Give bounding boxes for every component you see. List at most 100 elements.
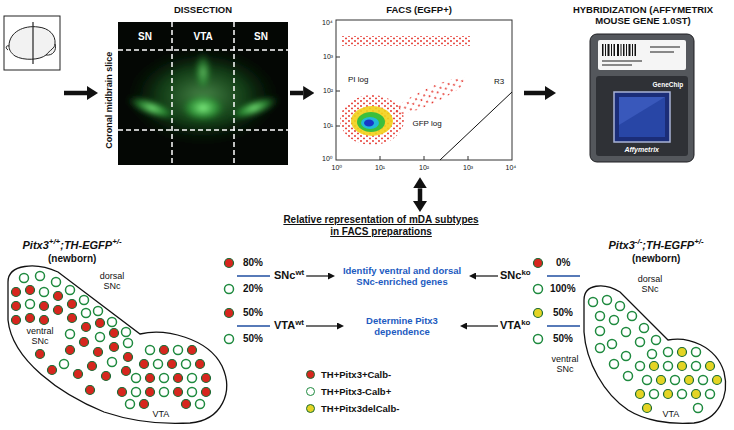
left-midbrain-schematic — [182, 400, 191, 409]
left-midbrain-schematic — [82, 309, 91, 318]
flow-arrow — [476, 275, 498, 276]
midbrain-slice-photo — [118, 22, 288, 165]
axis-label: PI log — [348, 75, 368, 84]
genotype-superscript: -/- — [635, 237, 642, 246]
midbrain-slice-photo — [118, 129, 288, 131]
right-midbrain-schematic — [678, 362, 687, 371]
left-midbrain-schematic — [124, 353, 133, 362]
genechip-array — [632, 44, 633, 56]
right-midbrain-schematic — [650, 390, 659, 399]
left-midbrain-schematic — [154, 360, 163, 369]
right-midbrain-schematic — [640, 324, 649, 333]
tick-label: 10¹ — [323, 122, 333, 129]
flow-arrow — [87, 86, 98, 100]
left-midbrain-schematic — [122, 328, 131, 337]
tick-label: 10⁰ — [332, 164, 343, 171]
legend-row: TH+Pitx3+Calb- — [306, 366, 399, 383]
left-midbrain-schematic — [118, 388, 127, 397]
step-panel: DISSECTION — [118, 2, 288, 166]
region-label: dorsal SNc — [100, 271, 125, 291]
genotype-label: Pitx3+/+;TH-EGFP+/- — [23, 239, 122, 252]
sample-label: VTAwt — [274, 319, 304, 332]
age-label: (newborn) — [48, 253, 96, 264]
midbrain-slice-photo — [123, 46, 284, 146]
left-midbrain-schematic — [132, 374, 141, 383]
goal-text: Determine Pitx3 dependence — [346, 315, 458, 338]
node-text: VTA — [500, 319, 521, 331]
genotype-superscript: +/+ — [49, 237, 60, 246]
genechip-array — [619, 97, 665, 137]
facs-plot — [440, 92, 512, 160]
subtype-table — [547, 275, 580, 277]
left-midbrain-schematic — [80, 338, 89, 347]
goal-text: Identify ventral and dorsal SNc-enriched… — [337, 265, 467, 288]
flow-arrow — [467, 325, 498, 326]
left-midbrain-schematic — [12, 302, 21, 311]
brain-sketch — [46, 44, 55, 55]
gate-label: R3 — [494, 77, 504, 86]
left-midbrain-schematic — [8, 266, 227, 423]
genotype-label: ;TH-EGFP — [642, 239, 694, 251]
age-label: (newborn) — [632, 253, 680, 264]
right-midbrain-schematic — [628, 312, 637, 321]
genotype-label: Pitx3-/-;TH-EGFP+/- — [609, 239, 704, 252]
genechip-array — [635, 44, 637, 56]
brand-text: Affymetrix — [625, 146, 660, 153]
left-midbrain-schematic — [96, 319, 105, 328]
right-midbrain-schematic — [584, 286, 726, 424]
gate-label: R3 — [494, 77, 504, 86]
percent-value: 50% — [553, 307, 573, 319]
region-label: SN — [138, 31, 152, 43]
genotype-superscript: ko — [521, 318, 530, 327]
axis-label: GFP log — [413, 119, 442, 128]
tick-label: 10¹ — [375, 164, 385, 172]
left-midbrain-schematic — [110, 343, 119, 352]
region-label: dorsal SNc — [634, 274, 666, 295]
facs-plot — [336, 91, 340, 92]
left-midbrain-schematic — [122, 367, 131, 376]
left-midbrain-schematic — [68, 314, 77, 323]
left-midbrain-schematic — [174, 374, 183, 383]
genotype-superscript: ko — [521, 268, 530, 277]
genechip-array — [614, 92, 670, 142]
region-label: VTA — [194, 31, 213, 43]
step-panel: FACS (EGFP+) — [316, 2, 522, 176]
left-midbrain-schematic — [188, 388, 197, 397]
right-midbrain-schematic — [648, 350, 657, 359]
left-midbrain-schematic — [108, 318, 117, 327]
left-midbrain-schematic — [26, 300, 35, 309]
tick-label: 10⁰ — [332, 164, 343, 172]
facs-plot — [351, 106, 393, 136]
node-text: VTA — [274, 319, 295, 331]
subtype-table — [225, 259, 581, 344]
axis-label: GFP log — [413, 119, 442, 128]
genechip-array — [619, 97, 665, 125]
tick-label: 10¹ — [375, 164, 385, 171]
left-midbrain-schematic — [94, 348, 103, 357]
percent-value: 20% — [243, 283, 263, 295]
left-midbrain-schematic — [102, 372, 111, 381]
left-midbrain-schematic — [12, 288, 21, 297]
percent-value: 50% — [243, 333, 263, 344]
right-midbrain-schematic — [596, 327, 605, 336]
left-midbrain-schematic — [26, 314, 35, 323]
midbrain-slice-photo — [177, 92, 229, 124]
percent-value: 100% — [550, 283, 576, 294]
genotype-superscript: wt — [295, 268, 304, 277]
region-label: SN — [254, 31, 268, 42]
step-panel: HYBRIDIZATION (AFFYMETRIX MOUSE GENE 1.0… — [558, 2, 728, 166]
subtype-table — [225, 335, 234, 344]
right-midbrain-schematic — [694, 404, 703, 413]
genechip-array — [626, 44, 627, 56]
right-midbrain-schematic — [643, 404, 652, 413]
node-text: HYBRIDIZATION (AFFYMETRIX MOUSE GENE 1.0… — [558, 2, 728, 27]
legend-text: TH+Pitx3-Calb+ — [321, 386, 391, 397]
flow-arrow — [64, 86, 98, 100]
facs-plot — [361, 117, 379, 129]
left-midbrain-schematic — [74, 370, 83, 379]
region-label: ventral SNc — [551, 354, 578, 374]
genechip-array — [621, 44, 622, 56]
right-midbrain-schematic — [657, 376, 666, 385]
region-label: ventral SNc — [26, 326, 53, 346]
